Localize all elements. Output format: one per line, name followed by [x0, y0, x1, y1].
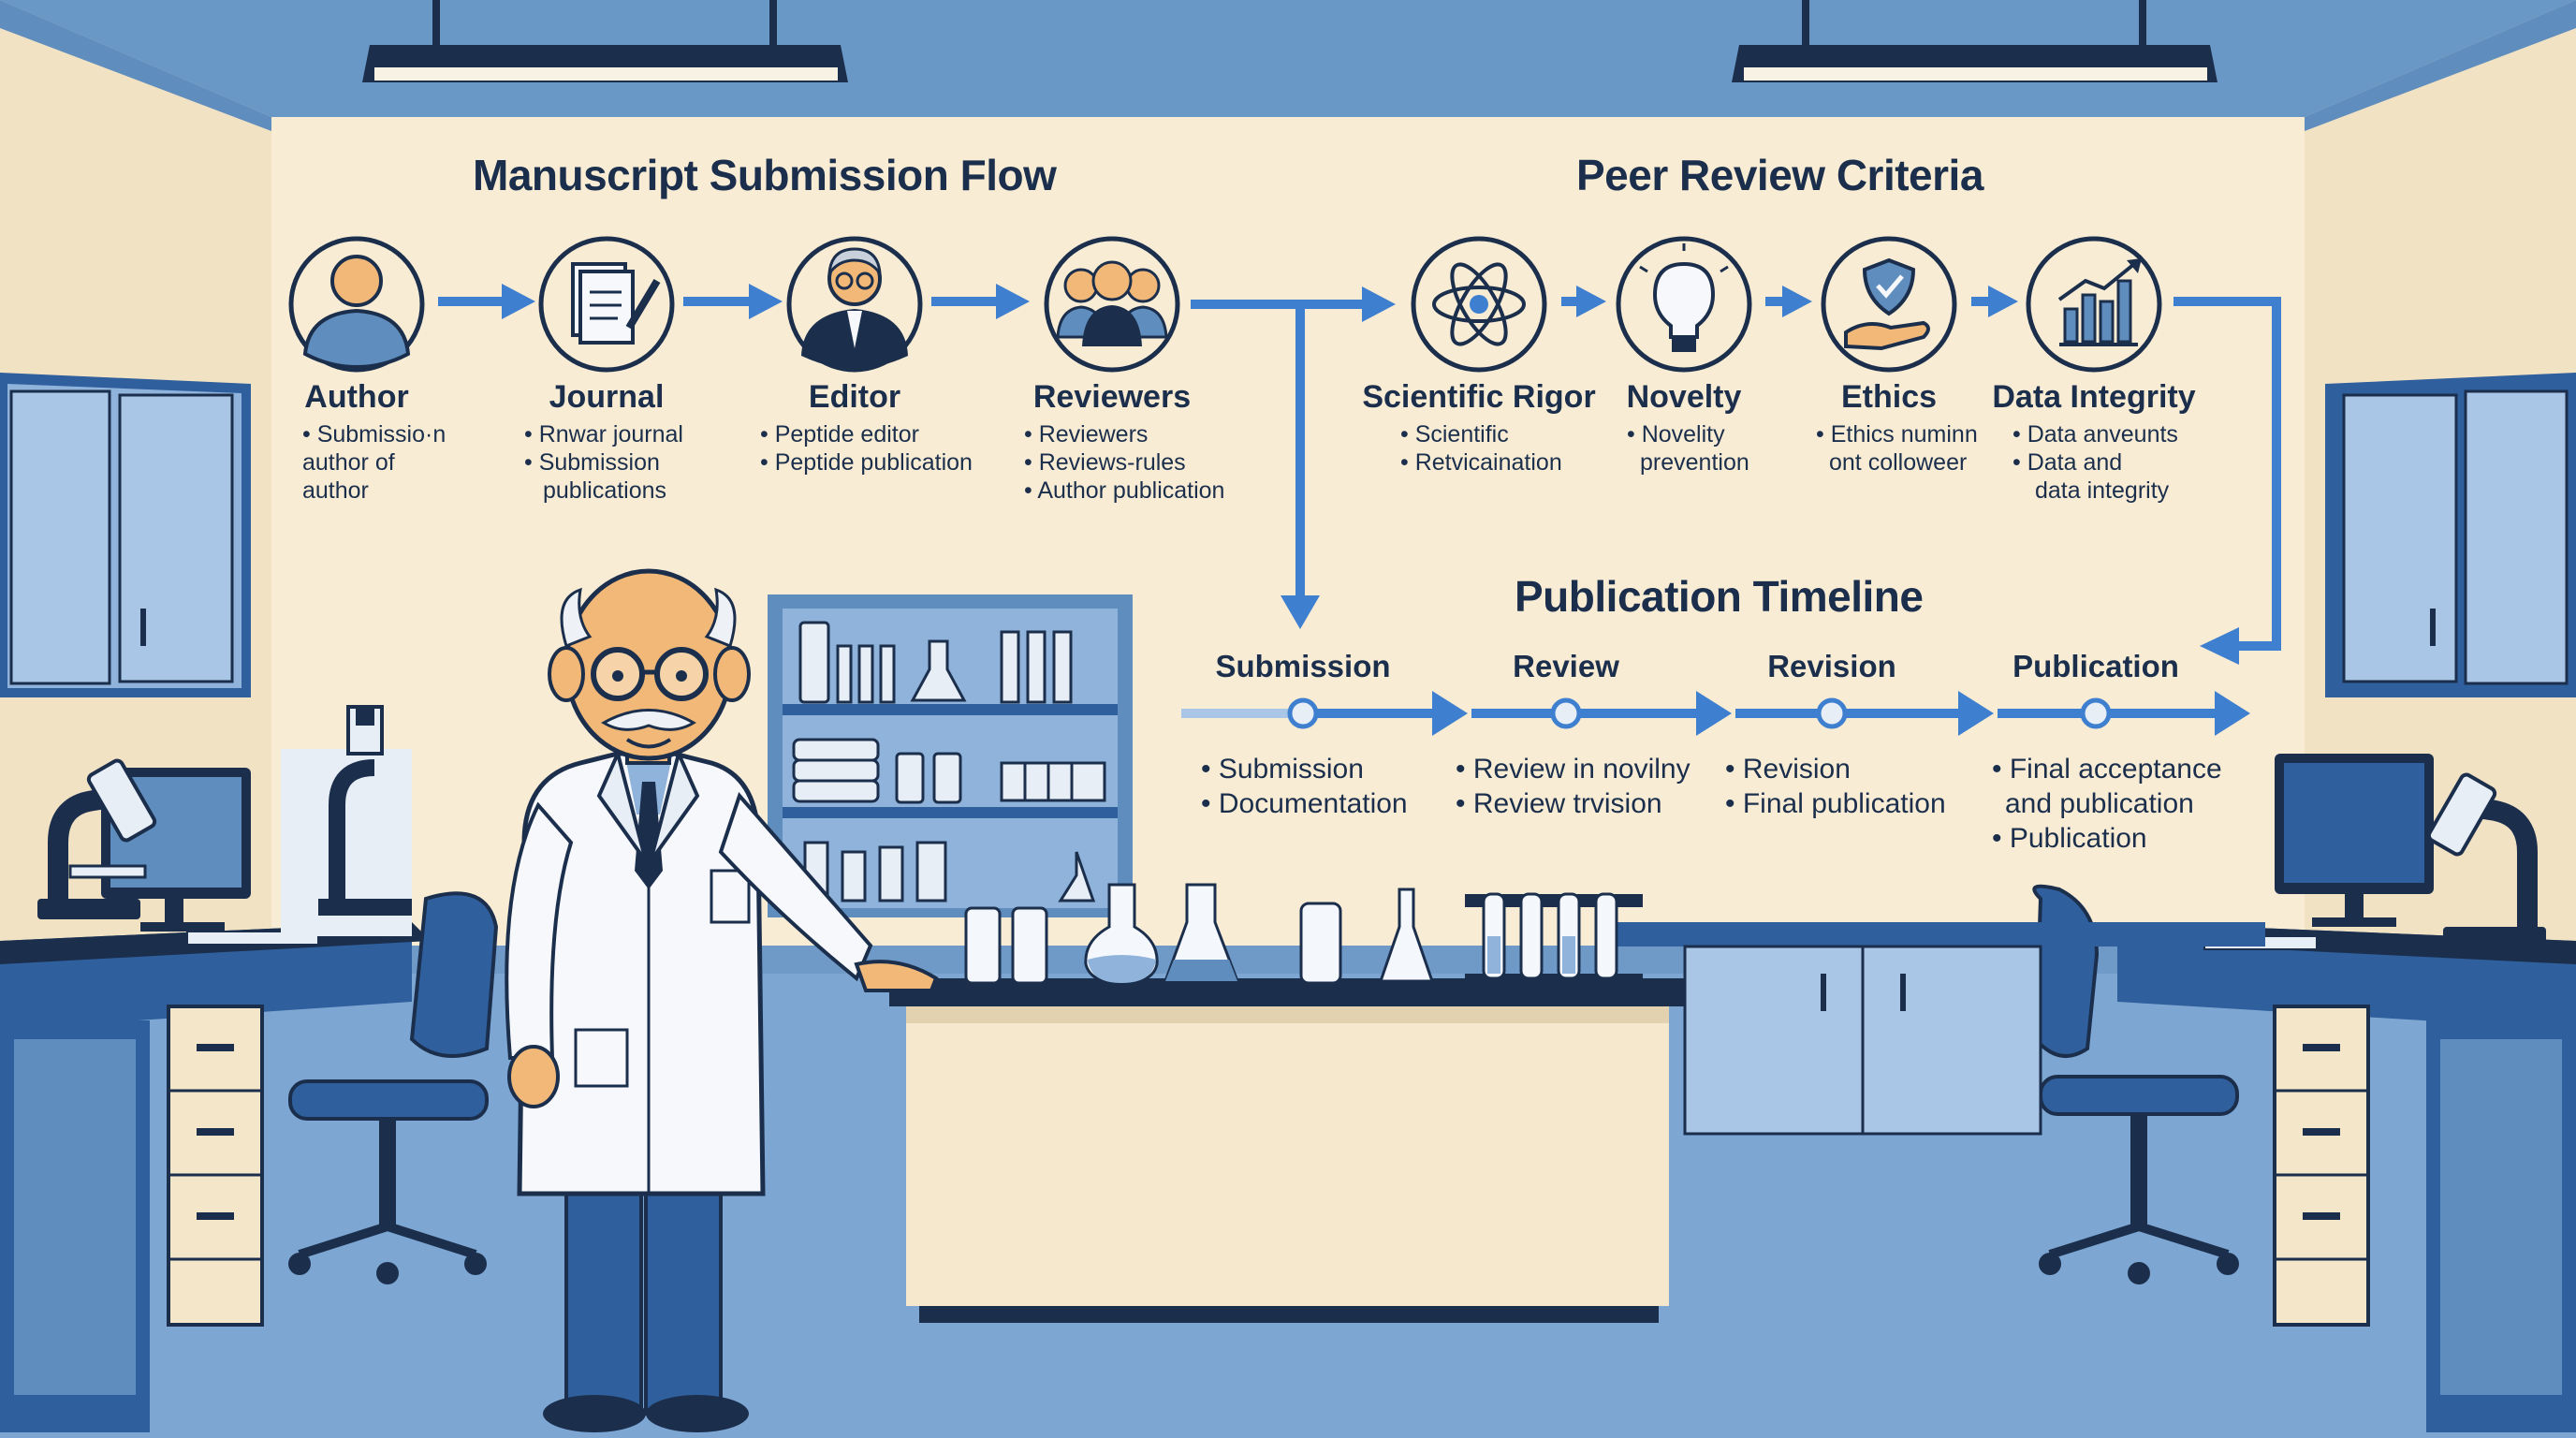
bullet: and publication — [2005, 788, 2194, 819]
node-journal-label: Journal — [549, 379, 665, 415]
bullet: • Review trvision — [1456, 788, 1662, 819]
left-wall-cabinet — [0, 373, 251, 697]
shelf-unit — [768, 594, 1133, 917]
bullet: • Final publication — [1725, 788, 1946, 819]
bullet: • Documentation — [1201, 788, 1408, 819]
bullet: • Submissio·n — [302, 421, 446, 448]
reviewers-group-icon — [1044, 236, 1180, 373]
bullet: • Scientific — [1400, 421, 1509, 448]
author-person-icon — [288, 236, 425, 373]
bullet: • Revision — [1725, 754, 1851, 785]
bench-glassware — [964, 883, 1643, 987]
timeline-title: Publication Timeline — [1515, 572, 1924, 621]
right-microscope — [2426, 772, 2546, 947]
journal-document-pen-icon — [538, 236, 675, 373]
bullet: publications — [543, 477, 667, 504]
left-desk — [0, 922, 431, 1432]
lightbulb-icon — [1616, 236, 1752, 373]
hand-shield-icon — [1821, 236, 1957, 373]
bar-chart-icon — [2026, 236, 2162, 373]
timeline-stage-publication-label: Publication — [2012, 649, 2179, 683]
bullet: • Rnwar journal — [524, 421, 683, 448]
left-chair — [288, 891, 499, 1284]
timeline-stage-submission-label: Submission — [1215, 649, 1391, 683]
bullet: • Review in novilny — [1456, 754, 1690, 785]
bullet: • Submission — [1201, 754, 1364, 785]
right-monitor — [2203, 754, 2434, 950]
bullet: • Publication — [1992, 823, 2147, 854]
node-editor-label: Editor — [808, 379, 901, 415]
left-microscope — [37, 758, 157, 919]
node-data-integrity-label: Data Integrity — [1992, 379, 2196, 415]
bullet: • Submission — [524, 449, 660, 476]
timeline-stage-revision-bullets: • Revision • Final publication — [1725, 752, 1946, 821]
node-editor-bullets: • Peptide editor • Peptide publication — [760, 420, 973, 477]
bullet: • Novelity — [1627, 421, 1725, 448]
atom-icon — [1411, 236, 1547, 373]
submission-flow-title: Manuscript Submission Flow — [473, 151, 1057, 199]
timeline-stage-revision-label: Revision — [1767, 649, 1896, 683]
bullet: • Reviews-rules — [1024, 449, 1186, 476]
timeline-stage-publication-bullets: • Final acceptance and publication • Pub… — [1992, 752, 2222, 856]
node-reviewers-label: Reviewers — [1032, 379, 1192, 415]
node-data-integrity-bullets: • Data anveunts • Data and data integrit… — [2012, 420, 2178, 505]
ceiling-light-right — [1732, 0, 2217, 82]
bullet: data integrity — [2035, 477, 2170, 504]
review-criteria-arrows — [1561, 286, 2281, 665]
submission-flow-arrows — [438, 284, 1396, 629]
back-counter — [1610, 922, 2265, 1136]
bullet: • Ethics numinn — [1816, 421, 1978, 448]
node-author-label: Author — [304, 379, 409, 415]
node-ethics-bullets: • Ethics numinn ont colloweer — [1816, 420, 1978, 477]
bullet: prevention — [1640, 449, 1749, 476]
bullet: • Data anveunts — [2012, 421, 2178, 448]
timeline-stage-submission-bullets: • Submission • Documentation — [1201, 752, 1408, 821]
node-novelty-bullets: • Novelity prevention — [1627, 420, 1749, 477]
bullet: author of — [302, 449, 395, 476]
timeline-track — [1181, 691, 2250, 736]
bullet: • Reviewers — [1024, 421, 1149, 448]
node-journal-bullets: • Rnwar journal • Submission publication… — [524, 420, 683, 505]
bullet: • Data and — [2012, 449, 2123, 476]
bullet: ont colloweer — [1829, 449, 1968, 476]
bullet: • Peptide publication — [760, 449, 973, 476]
review-criteria-title: Peer Review Criteria — [1576, 151, 1983, 199]
timeline-stage-review-label: Review — [1513, 649, 1619, 683]
right-desk — [2099, 922, 2576, 1432]
bullet: • Final acceptance — [1992, 754, 2222, 785]
bullet: • Peptide editor — [760, 421, 919, 448]
node-scientific-rigor-bullets: • Scientific • Retvicaination — [1400, 420, 1562, 477]
scientist-character — [505, 568, 939, 1432]
right-wall-cabinet — [2325, 373, 2576, 697]
timeline-stage-review-bullets: • Review in novilny • Review trvision — [1456, 752, 1690, 821]
node-author-bullets: • Submissio·n author of author — [302, 420, 446, 505]
node-ethics-label: Ethics — [1840, 379, 1938, 415]
bullet: author — [302, 477, 369, 504]
node-reviewers-bullets: • Reviewers • Reviews-rules • Author pub… — [1024, 420, 1224, 505]
bullet: • Author publication — [1024, 477, 1225, 504]
node-novelty-label: Novelty — [1626, 379, 1742, 415]
node-circles — [288, 236, 2162, 373]
counter-microscope — [281, 705, 412, 936]
front-lab-bench — [889, 978, 1685, 1323]
ceiling-light-left — [362, 0, 848, 82]
bullet: • Retvicaination — [1400, 449, 1562, 476]
editor-person-glasses-icon — [786, 236, 923, 373]
node-scientific-rigor-label: Scientific Rigor — [1362, 379, 1596, 415]
